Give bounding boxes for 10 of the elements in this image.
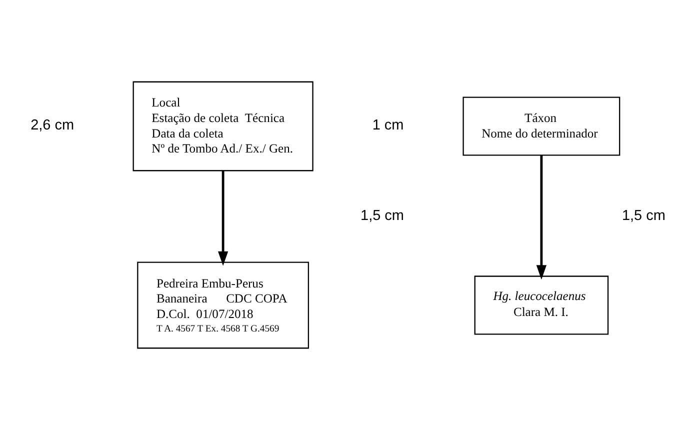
label: 1,5 cm	[360, 208, 404, 224]
node-box: Pedreira Embu-Perus Bananeira CDC COPA D.Col. 01/07/2018 T A. 4567 T Ex. 4568 T G.4569	[137, 262, 310, 349]
label: 1 cm	[372, 118, 404, 134]
node-box: Táxon Nome do determinador	[462, 96, 620, 156]
arrow	[536, 155, 547, 280]
node-box: Hg. leucocelaenus Clara M. I.	[474, 276, 609, 335]
label: 1,5 cm	[622, 208, 666, 224]
node-box: Local Estação de coleta Técnica Data da coleta Nº de Tombo Ad./ Ex./ Gen.	[132, 81, 314, 172]
label: 2,6 cm	[30, 118, 74, 134]
arrow	[218, 170, 228, 266]
